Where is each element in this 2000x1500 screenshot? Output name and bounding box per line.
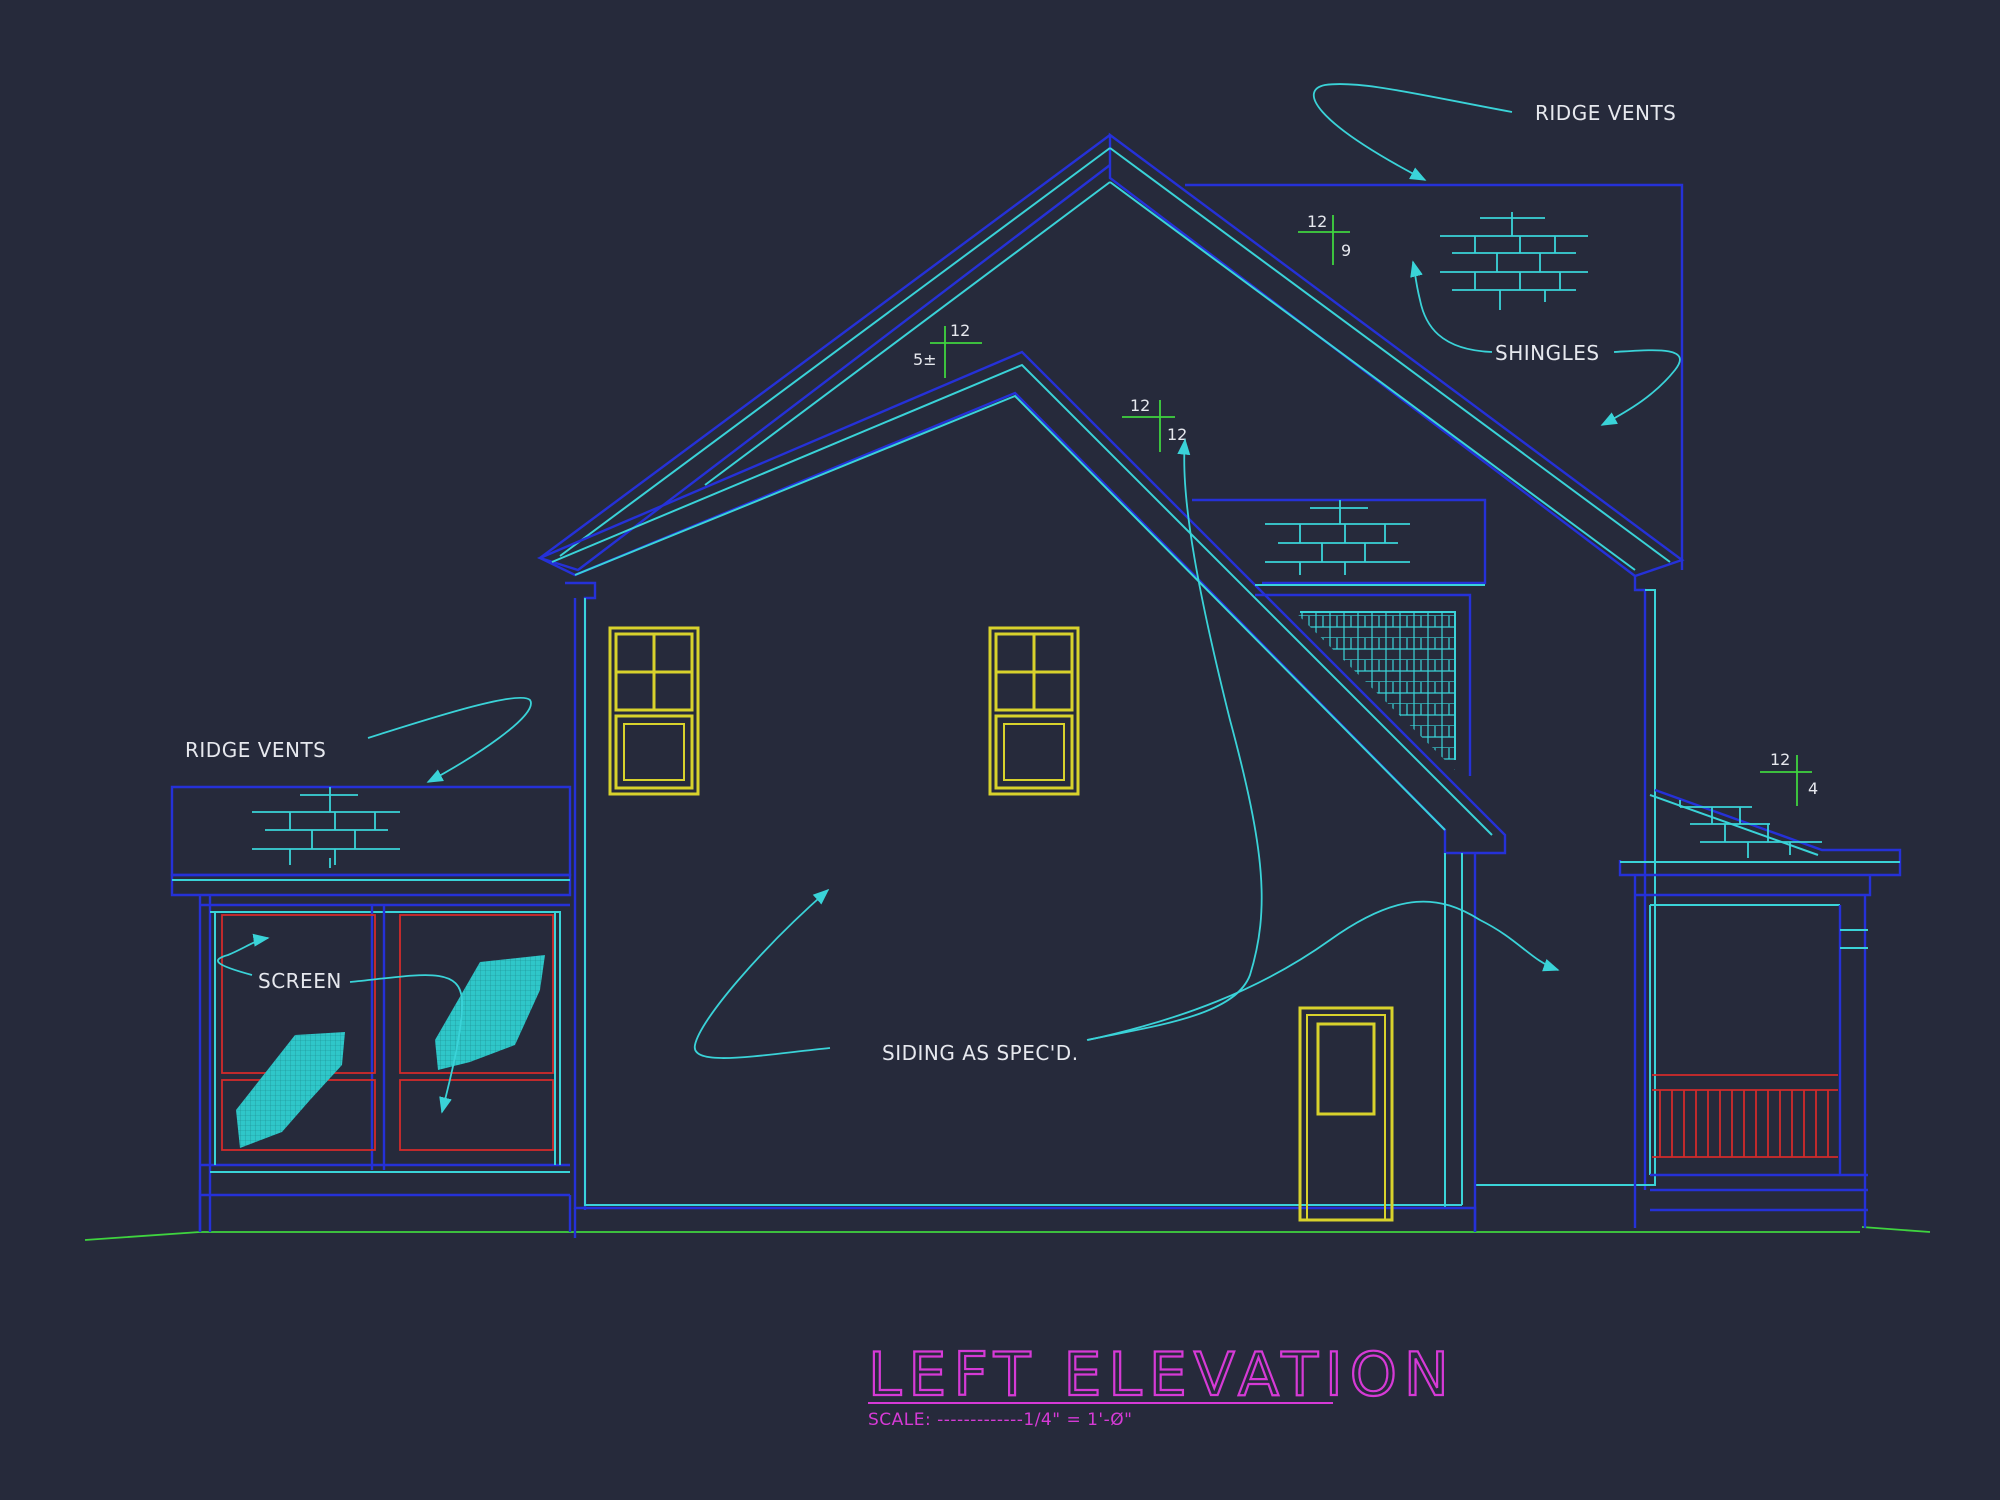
cross-gable	[537, 350, 1507, 1208]
drawing-title: LEFT ELEVATION	[868, 1340, 1456, 1410]
window-center	[988, 626, 1080, 796]
pitch-upper-rise: 5±	[913, 350, 937, 369]
shed-dormer	[1192, 498, 1487, 776]
note-ridge-vents-left: RIDGE VENTS	[185, 738, 326, 762]
drawing-scale: SCALE: -------------1/4" = 1'-Ø"	[868, 1410, 1132, 1430]
note-ridge-vents-right: RIDGE VENTS	[1535, 101, 1676, 125]
pitch-upper-run: 12	[950, 321, 970, 340]
ridge-vent-porch	[252, 787, 400, 868]
pitch-symbol-porch: 12 4	[1760, 750, 1818, 806]
pitch-main-run: 12	[1307, 212, 1327, 231]
pitch-symbol-upper-gable: 12 5±	[913, 321, 982, 378]
note-shingles: SHINGLES	[1495, 341, 1600, 365]
main-wall	[565, 581, 1477, 1238]
pitch-symbol-main: 12 9	[1298, 212, 1351, 265]
pitch-symbol-cross-gable: 12 12	[1122, 396, 1187, 452]
ridge-vent-right-porch	[1679, 800, 1822, 863]
title-block: LEFT ELEVATION SCALE: -------------1/4" …	[867, 1339, 1456, 1430]
window-left	[608, 626, 700, 796]
door	[1298, 1006, 1394, 1222]
pitch-porch-run: 12	[1770, 750, 1790, 769]
pitch-main-rise: 9	[1341, 241, 1351, 260]
ridge-vent-dormer	[1265, 500, 1410, 575]
grade-line	[84, 1226, 1931, 1241]
note-siding: SIDING AS SPEC'D.	[882, 1041, 1079, 1065]
main-roof	[537, 132, 1685, 1190]
note-screen: SCREEN	[258, 969, 342, 993]
pitch-porch-rise: 4	[1808, 779, 1818, 798]
left-screen-porch	[170, 785, 572, 1232]
right-porch	[1618, 788, 1902, 1228]
pitch-cross-run: 12	[1130, 396, 1150, 415]
leader-lines	[217, 83, 1681, 1114]
ridge-vent-upper	[1440, 212, 1588, 310]
